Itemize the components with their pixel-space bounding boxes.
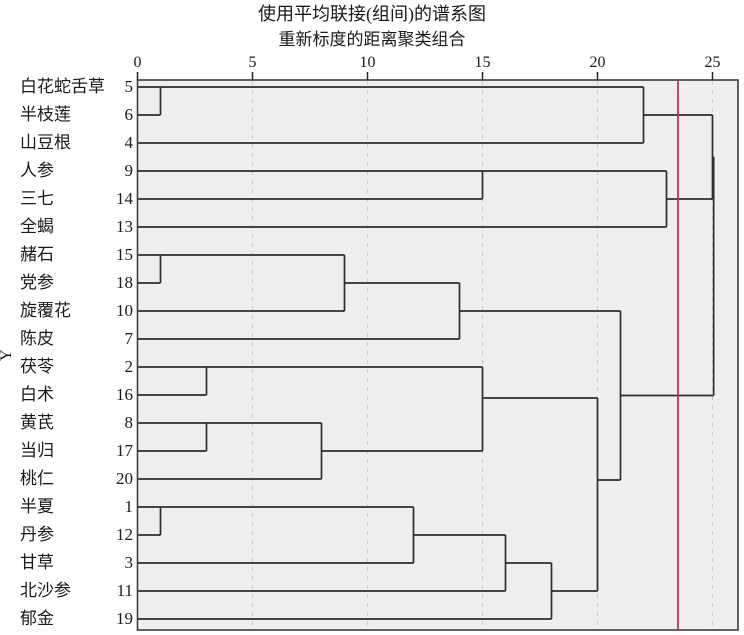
leaf-name: 白花蛇舌草 xyxy=(20,77,105,96)
dendrogram-branch xyxy=(137,86,162,116)
leaf-label-row: 18 党参 xyxy=(0,273,137,293)
dendrogram-branch xyxy=(137,506,162,536)
leaf-label-row: 2 茯苓 xyxy=(0,357,137,377)
leaf-case-number: 9 xyxy=(124,161,134,180)
leaf-case-number: 13 xyxy=(116,217,133,236)
leaf-label-row: 8 黄芪 xyxy=(0,413,137,433)
leaf-case-number: 5 xyxy=(124,77,134,96)
leaf-name: 山豆根 xyxy=(20,133,71,152)
leaf-case-number: 17 xyxy=(116,441,133,460)
leaf-name: 人参 xyxy=(20,161,54,180)
leaf-name: 丹参 xyxy=(20,525,54,544)
leaf-label-row: 19 郁金 xyxy=(0,609,137,629)
leaf-label-row: 20 桃仁 xyxy=(0,469,137,489)
leaf-name: 甘草 xyxy=(20,553,54,572)
leaf-case-number: 16 xyxy=(116,385,133,404)
leaf-label-row: 1 半夏 xyxy=(0,497,137,517)
leaf-label-row: 3 甘草 xyxy=(0,553,137,573)
leaf-case-number: 15 xyxy=(116,245,133,264)
leaf-label-row: 4 山豆根 xyxy=(0,133,137,153)
leaf-label-row: 5 白花蛇舌草 xyxy=(0,77,137,97)
leaf-case-number: 1 xyxy=(124,497,134,516)
dendrogram-branch xyxy=(206,366,484,452)
leaf-case-number: 7 xyxy=(124,329,134,348)
dendrogram-branch xyxy=(137,170,484,200)
leaf-name: 桃仁 xyxy=(20,469,54,488)
leaf-name: 北沙参 xyxy=(20,581,71,600)
leaf-label-row: 14 三七 xyxy=(0,189,137,209)
leaf-label-row: 6 半枝莲 xyxy=(0,105,137,125)
leaf-case-number: 10 xyxy=(116,301,133,320)
leaf-case-number: 19 xyxy=(116,609,133,628)
dendrogram-branch xyxy=(137,254,162,284)
leaf-name: 旋覆花 xyxy=(20,301,71,320)
chart-title: 使用平均联接(组间)的谱系图 xyxy=(258,4,486,24)
leaf-case-number: 6 xyxy=(124,105,134,124)
leaf-name: 赭石 xyxy=(20,245,54,264)
leaf-case-number: 18 xyxy=(116,273,133,292)
leaf-label-row: 9 人参 xyxy=(0,161,137,181)
leaf-name: 当归 xyxy=(20,441,54,460)
leaf-case-number: 8 xyxy=(124,413,134,432)
axis-tick-label: 25 xyxy=(705,54,721,71)
leaf-label-row: 17 当归 xyxy=(0,441,137,461)
dendrogram-branch xyxy=(482,397,599,592)
plot-frame xyxy=(136,79,739,631)
leaf-name: 茯苓 xyxy=(20,357,54,376)
leaf-case-number: 2 xyxy=(124,357,134,376)
dendrogram-branch xyxy=(137,422,208,452)
axis-tick-label: 5 xyxy=(249,54,257,71)
plot-area xyxy=(137,80,738,630)
leaf-label-row: 16 白术 xyxy=(0,385,137,405)
dendrogram-branch xyxy=(137,366,208,396)
leaf-name: 郁金 xyxy=(20,609,54,628)
dendrogram-branch xyxy=(620,156,715,397)
leaf-case-number: 20 xyxy=(116,469,133,488)
leaf-label-row: 13 全蝎 xyxy=(0,217,137,237)
leaf-name: 陈皮 xyxy=(20,329,54,348)
leaf-case-number: 14 xyxy=(116,189,133,208)
leaf-label-row: 15 赭石 xyxy=(0,245,137,265)
leaf-name: 三七 xyxy=(20,189,54,208)
axis-tick-label: 20 xyxy=(590,54,606,71)
chart-subtitle: 重新标度的距离聚类组合 xyxy=(278,30,466,49)
axis-tick-label: 10 xyxy=(360,54,376,71)
leaf-label-row: 10 旋覆花 xyxy=(0,301,137,321)
leaf-case-number: 11 xyxy=(116,581,133,600)
leaf-case-number: 3 xyxy=(124,553,134,572)
leaf-name: 全蝎 xyxy=(20,217,54,236)
leaf-case-number: 4 xyxy=(124,133,134,152)
leaf-name: 党参 xyxy=(20,273,54,292)
leaf-name: 半枝莲 xyxy=(20,105,71,124)
leaf-label-row: 11 北沙参 xyxy=(0,581,137,601)
leaf-name: 白术 xyxy=(20,385,54,404)
leaf-name: 黄芪 xyxy=(20,413,54,432)
leaf-name: 半夏 xyxy=(20,497,54,516)
axis-tick-label: 0 xyxy=(134,54,142,71)
leaf-label-row: 7 陈皮 xyxy=(0,329,137,349)
leaf-label-row: 12 丹参 xyxy=(0,525,137,545)
axis-tick-label: 15 xyxy=(475,54,491,71)
leaf-case-number: 12 xyxy=(116,525,133,544)
